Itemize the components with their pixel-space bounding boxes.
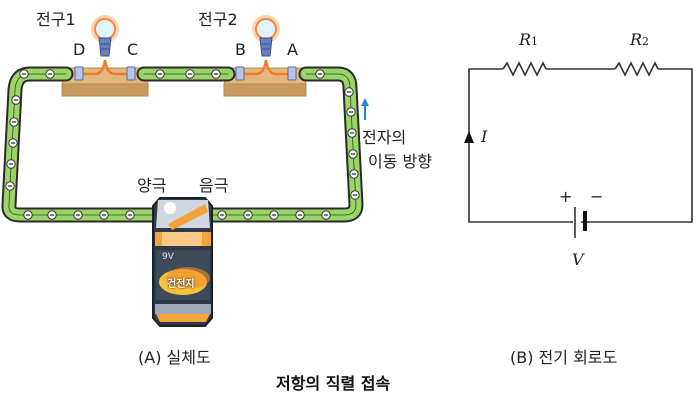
terminal-label-b: B [235, 40, 246, 59]
current-label: I [481, 127, 488, 146]
electron-direction-label-line2: 이동 방향 [368, 152, 432, 171]
battery-short-plate [583, 211, 587, 231]
figure-title: 저항의 직렬 접속 [276, 374, 391, 393]
cathode-label: 음극 [199, 176, 229, 195]
terminal-label-a: A [287, 40, 298, 59]
bulb2-label: 전구2 [198, 10, 238, 29]
terminal-posts [74, 66, 297, 81]
resistor-r2-icon [614, 61, 659, 77]
caption-b: (B) 전기 회로도 [510, 348, 618, 367]
electron-direction-label-line1: 전자의 [362, 128, 407, 147]
terminal-label-c: C [127, 40, 139, 59]
anode-label: 양극 [137, 176, 167, 195]
battery-brand: 건전지 [167, 279, 195, 290]
resistor1-label: R1 [519, 30, 539, 49]
electron-markers [5, 69, 360, 220]
bulb1-icon [91, 15, 119, 57]
bulb-leads [79, 59, 292, 76]
plus-label: + [559, 187, 573, 206]
bulb2-icon [252, 15, 280, 57]
voltage-label: V [572, 250, 584, 269]
schematic-wire [581, 68, 693, 223]
electron-direction-arrow [361, 98, 369, 120]
battery-voltage: 9V [162, 252, 174, 262]
minus-label: − [590, 187, 604, 206]
bulb1-label: 전구1 [36, 10, 76, 29]
caption-a: (A) 실체도 [138, 348, 211, 367]
battery-icon [152, 197, 213, 327]
resistor2-label: R2 [630, 30, 650, 49]
resistor-r1-icon [502, 61, 547, 77]
schematic-wire [468, 68, 573, 223]
current-arrow-icon [464, 131, 474, 143]
terminal-label-d: D [73, 40, 86, 59]
